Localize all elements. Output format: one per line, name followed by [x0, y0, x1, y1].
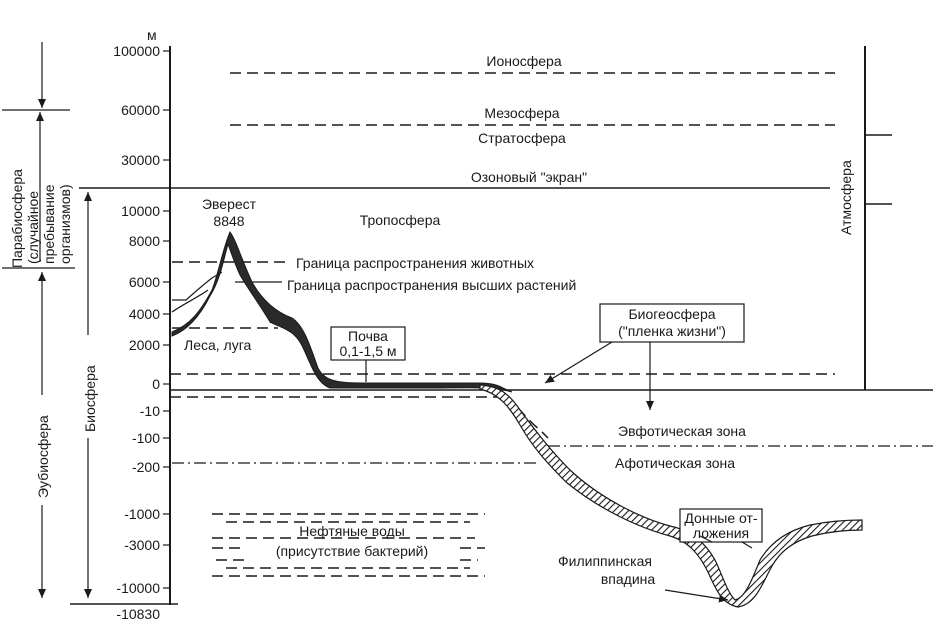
soil-title: Почва: [348, 328, 388, 344]
mountain-shape: [171, 231, 513, 393]
plants-limit-label: Граница распространения высших растений: [287, 277, 576, 293]
oil-waters-area: Нефтяные воды (присутствие бактерий): [212, 513, 485, 577]
biogeosphere-arrow-left: [544, 341, 613, 384]
eubiosphere-bracket: Эубиосфера: [2, 267, 75, 598]
snow-line-contour: [172, 271, 223, 301]
trench-label-2: впадина: [601, 571, 656, 587]
soil-box: [330, 326, 406, 361]
sediments-box: [679, 508, 763, 543]
forest-contour: [171, 289, 209, 313]
biogeosphere-subtitle: ("пленка жизни"): [618, 323, 726, 339]
tick-label: -3000: [124, 537, 160, 553]
everest-height: 8848: [213, 213, 244, 229]
tick-label: 2000: [129, 337, 160, 353]
everest-name: Эверест: [202, 196, 257, 212]
parabiosphere-label-2: (случайное: [25, 191, 41, 264]
parabiosphere-label-1: Парабиосфера: [9, 169, 25, 268]
atmosphere-bracket: Атмосфера: [838, 46, 892, 390]
tick-label: -10830: [116, 606, 160, 622]
ozone-screen-label: Озоновый "экран": [471, 169, 587, 185]
tick-label: 100000: [113, 43, 160, 59]
atmosphere-label: Атмосфера: [838, 160, 854, 235]
soil-callout: Почва 0,1-1,5 м: [330, 326, 406, 382]
animals-limit-label: Граница распространения животных: [296, 255, 534, 271]
parabiosphere-bracket: Парабиосфера (случайное пребывание орган…: [2, 42, 73, 268]
aphotic-zone-label: Афотическая зона: [615, 455, 735, 471]
mountain-relief: [171, 231, 513, 393]
sediments-label-2: ложения: [693, 525, 749, 541]
eubiosphere-label: Эубиосфера: [35, 415, 51, 498]
sediments-pointer: [699, 535, 713, 543]
parabiosphere-label-4: организмов): [57, 184, 73, 264]
stratosphere-label: Стратосфера: [478, 130, 566, 146]
parabiosphere-label-3: пребывание: [41, 184, 57, 264]
tick-label: 6000: [129, 274, 160, 290]
tick-label: -1000: [124, 506, 160, 522]
tick-label: 8000: [129, 233, 160, 249]
tick-label: -10: [140, 403, 160, 419]
sediments-label-1: Донные от-: [684, 510, 758, 526]
tick-label: -200: [132, 459, 160, 475]
troposphere-label: Тропосфера: [360, 212, 441, 228]
tick-label: 10000: [121, 203, 160, 219]
y-axis-unit: м: [147, 27, 157, 43]
sediments-callout: Донные от- ложения: [679, 508, 763, 549]
biosphere-label: Биосфера: [82, 365, 98, 432]
ionosphere-label: Ионосфера: [486, 53, 561, 69]
biogeosphere-box: [599, 303, 745, 343]
tick-label: 30000: [121, 152, 160, 168]
oil-waters-label-2: (присутствие бактерий): [276, 543, 428, 559]
euphotic-zone-label: Эвфотическая зона: [618, 423, 746, 439]
biogeosphere-callout: Биогеосфера ("пленка жизни"): [544, 303, 745, 410]
tick-label: 4000: [129, 306, 160, 322]
sediments-pointer: [741, 541, 753, 549]
soil-depth: 0,1-1,5 м: [339, 343, 396, 359]
forest-label: Леса, луга: [184, 337, 252, 353]
biosphere-bracket: Биосфера: [70, 187, 830, 605]
mesosphere-label: Мезосфера: [484, 105, 559, 121]
y-axis-ticks: 100000 60000 30000 10000 8000 6000 4000 …: [113, 43, 170, 622]
ocean-floor-sediments: [479, 384, 863, 608]
biogeosphere-title: Биогеосфера: [628, 306, 715, 322]
tick-label: 60000: [121, 102, 160, 118]
oil-waters-label-1: Нефтяные воды: [299, 523, 405, 539]
tick-label: -10000: [116, 580, 160, 596]
tick-label: -100: [132, 430, 160, 446]
trench-arrow: [664, 589, 729, 603]
tick-label: 0: [152, 376, 160, 392]
trench-label-1: Филиппинская: [558, 553, 652, 569]
